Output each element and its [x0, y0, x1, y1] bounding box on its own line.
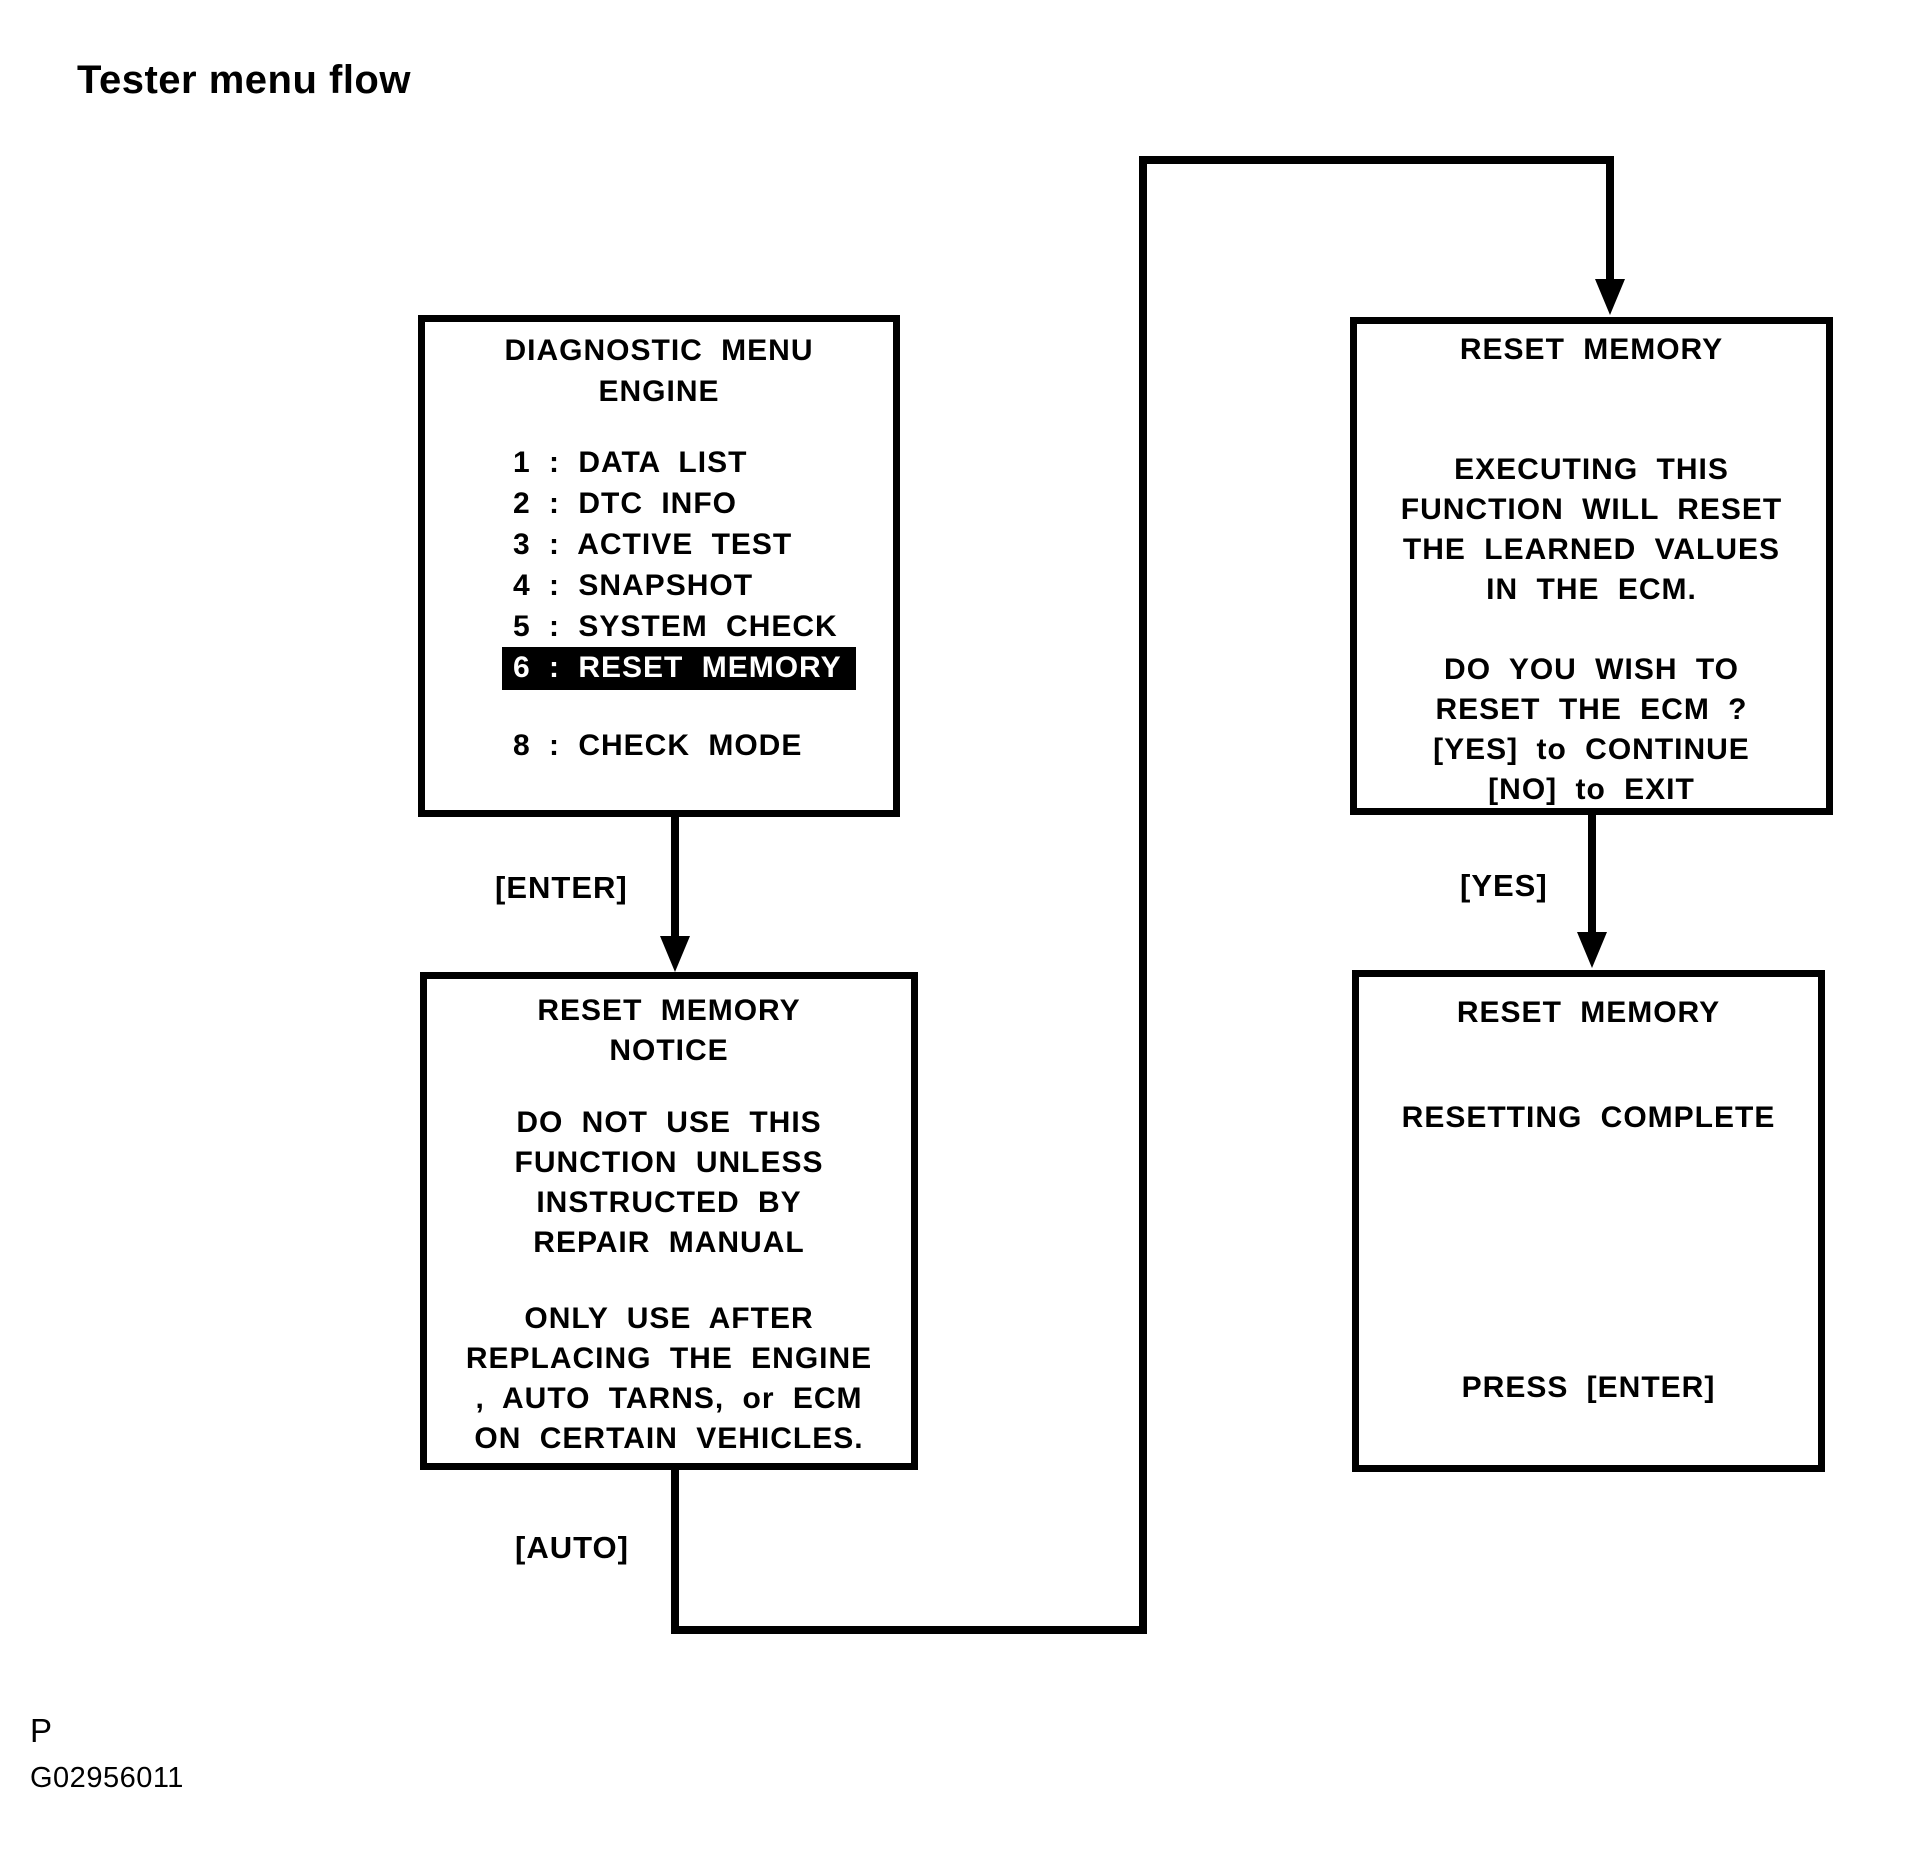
connector-auto-top-line — [1139, 156, 1614, 164]
arrowhead-into-complete — [1577, 932, 1607, 968]
screen-title-line: NOTICE — [609, 1034, 729, 1067]
figure-id: G02956011 — [30, 1762, 184, 1794]
menu-item-data-list: 1 : DATA LIST — [513, 446, 748, 479]
spacer — [1357, 610, 1826, 650]
screen-title-line: RESET MEMORY — [537, 994, 801, 1027]
body-line: DO YOU WISH TO — [1444, 653, 1739, 686]
prompt-line: PRESS [ENTER] — [1461, 1371, 1716, 1404]
body-line: INSTRUCTED BY — [536, 1186, 802, 1219]
spacer — [1359, 1138, 1818, 1368]
menu-item-system-check: 5 : SYSTEM CHECK — [513, 610, 838, 643]
spacer — [427, 1263, 911, 1299]
body-line: ONLY USE AFTER — [524, 1302, 814, 1335]
menu-item-check-mode: 8 : CHECK MODE — [513, 729, 803, 762]
body-line: [NO] to EXIT — [1488, 773, 1695, 806]
body-line: RESET THE ECM ? — [1435, 693, 1748, 726]
body-line: , AUTO TARNS, or ECM — [475, 1382, 863, 1415]
connector-yes-line — [1588, 815, 1596, 933]
status-line: RESETTING COMPLETE — [1401, 1101, 1776, 1134]
edge-label-yes: [YES] — [1460, 868, 1548, 903]
spacer — [425, 690, 893, 725]
spacer — [427, 1071, 911, 1103]
connector-enter-line — [671, 817, 679, 939]
edge-label-enter: [ENTER] — [495, 870, 628, 905]
body-line: [YES] to CONTINUE — [1433, 733, 1750, 766]
body-line: FUNCTION WILL RESET — [1400, 493, 1783, 526]
spacer — [1359, 1033, 1818, 1098]
screen-title-line: ENGINE — [598, 375, 720, 408]
body-line: IN THE ECM. — [1486, 573, 1697, 606]
body-line: DO NOT USE THIS — [516, 1106, 822, 1139]
edge-label-auto: [AUTO] — [515, 1530, 629, 1565]
page-title: Tester menu flow — [77, 58, 411, 102]
screen-title: RESET MEMORY — [1459, 333, 1724, 366]
menu-item-reset-memory-highlighted: 6 : RESET MEMORY — [425, 647, 893, 690]
connector-auto-down-line — [671, 1470, 679, 1634]
footer-mark: P — [30, 1712, 53, 1749]
screen-reset-memory-notice: RESET MEMORY NOTICE DO NOT USE THIS FUNC… — [420, 972, 918, 1470]
body-line: FUNCTION UNLESS — [514, 1146, 824, 1179]
arrowhead-into-notice — [660, 936, 690, 972]
connector-auto-bottom-line — [671, 1626, 1147, 1634]
spacer — [1357, 370, 1826, 450]
body-line: THE LEARNED VALUES — [1402, 533, 1781, 566]
highlight-bar: 6 : RESET MEMORY — [502, 647, 856, 690]
menu-item-dtc-info: 2 : DTC INFO — [513, 487, 737, 520]
menu-item-active-test: 3 : ACTIVE TEST — [513, 528, 793, 561]
screen-reset-memory-confirm: RESET MEMORY EXECUTING THIS FUNCTION WIL… — [1350, 317, 1833, 815]
screen-diagnostic-menu: DIAGNOSTIC MENU ENGINE 1 : DATA LIST 2 :… — [418, 315, 900, 817]
spacer — [425, 412, 893, 442]
connector-auto-drop-line — [1606, 156, 1614, 280]
body-line: ON CERTAIN VEHICLES. — [474, 1422, 864, 1455]
menu-item-snapshot: 4 : SNAPSHOT — [513, 569, 754, 602]
body-line: REPAIR MANUAL — [533, 1226, 805, 1259]
screen-title-line: DIAGNOSTIC MENU — [504, 334, 814, 367]
body-line: REPLACING THE ENGINE — [465, 1342, 873, 1375]
body-line: EXECUTING THIS — [1454, 453, 1729, 486]
arrowhead-into-confirm — [1595, 279, 1625, 315]
connector-auto-up-line — [1139, 156, 1147, 1634]
screen-title: RESET MEMORY — [1456, 996, 1721, 1029]
screen-reset-memory-complete: RESET MEMORY RESETTING COMPLETE PRESS [E… — [1352, 970, 1825, 1472]
